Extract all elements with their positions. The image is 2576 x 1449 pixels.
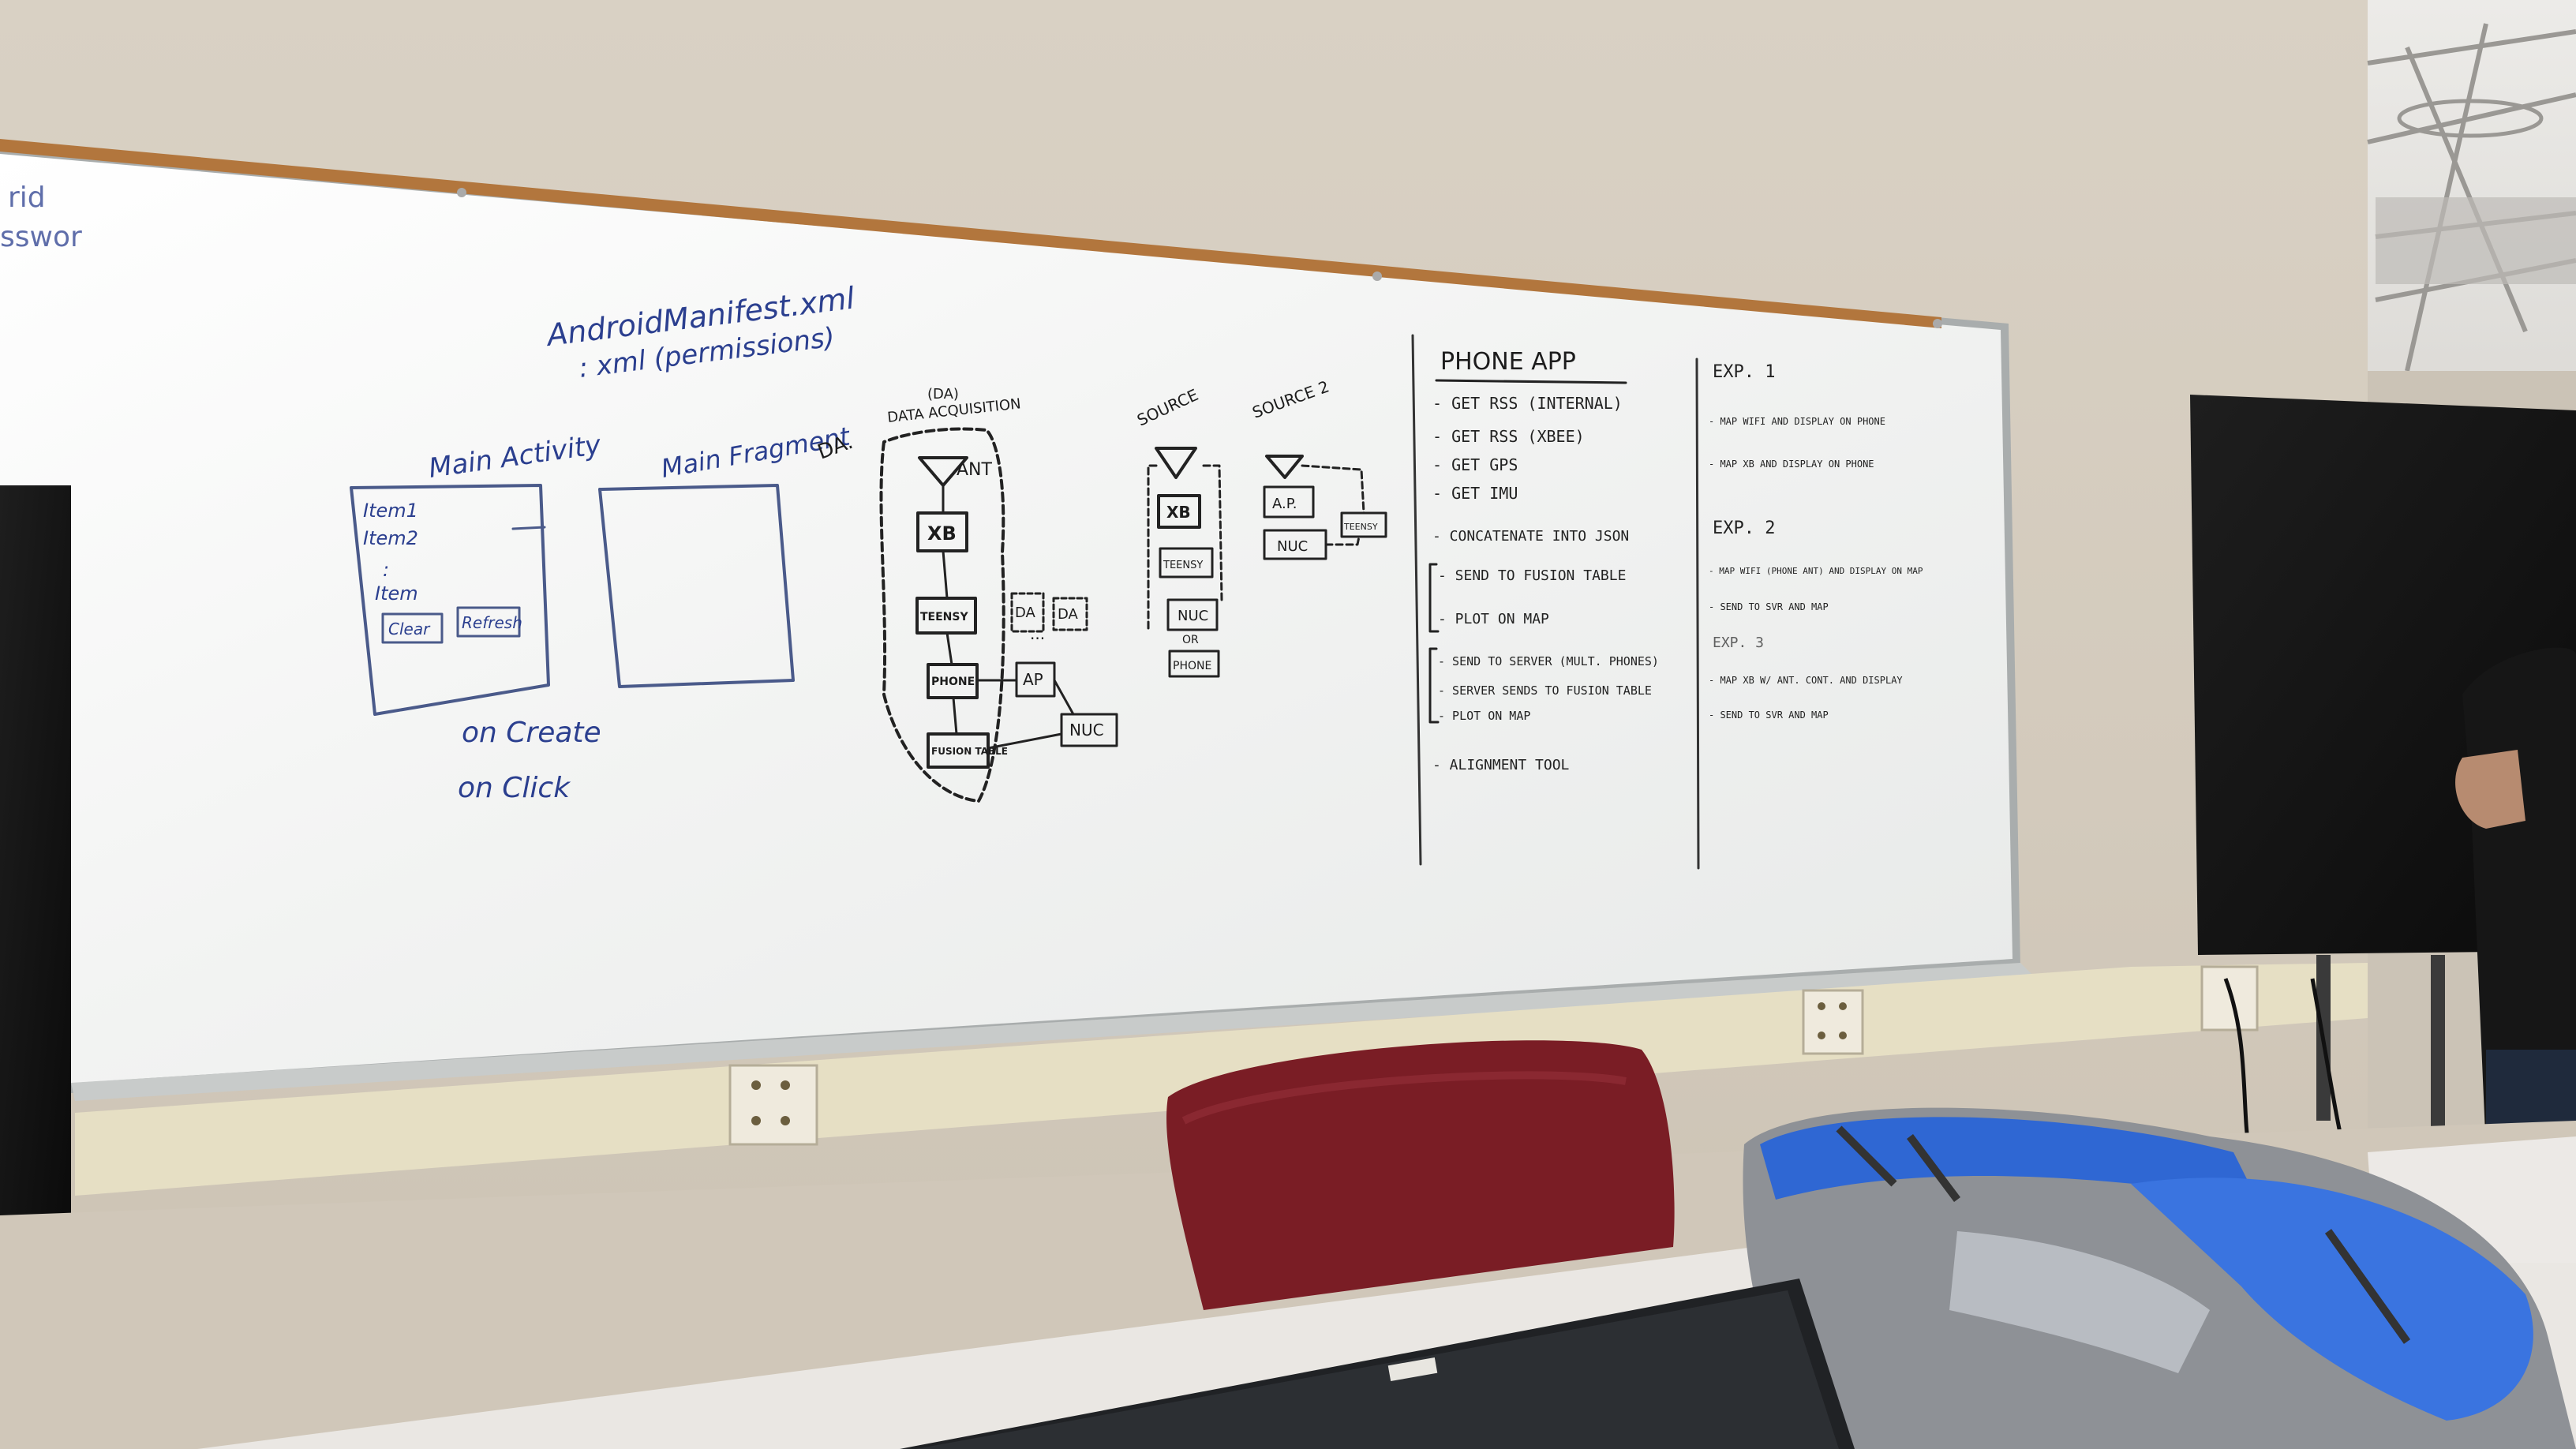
- source2-teensy: TEENSY: [1343, 522, 1378, 532]
- da-aux-label-2: DA: [1058, 606, 1079, 623]
- phone-app-item-10: - PLOT ON MAP: [1438, 709, 1530, 723]
- phone-app-item-6: - SEND TO FUSION TABLE: [1438, 567, 1626, 584]
- exp1-line-1: - MAP WIFI AND DISPLAY ON PHONE: [1709, 416, 1885, 427]
- da-aux-label-1: DA: [1015, 605, 1036, 621]
- exp2-title: EXP. 2: [1713, 519, 1775, 538]
- source1-xb-box: [1157, 494, 1201, 529]
- exp1-title: EXP. 1: [1713, 362, 1775, 382]
- nuc-box-da: [1060, 713, 1118, 747]
- main-activity-item-1: Item1: [363, 500, 418, 522]
- da-block-teensy: TEENSY: [920, 611, 968, 623]
- source1-xb: XB: [1166, 503, 1191, 522]
- da-flow-arrows: [942, 484, 958, 736]
- exp3-line-1: - MAP XB W/ ANT. CONT. AND DISPLAY: [1709, 675, 1903, 686]
- rail-clip: [1372, 271, 1382, 281]
- source2-nuc: NUC: [1277, 538, 1308, 555]
- source1-dashed: [1147, 464, 1223, 633]
- da-block-ant: ANT: [957, 460, 993, 480]
- left-monitor: [0, 485, 71, 1235]
- phone-app-item-1: - GET RSS (INTERNAL): [1432, 394, 1623, 413]
- phone-app-bracket-1: [1428, 563, 1440, 633]
- divider-1: [1411, 334, 1422, 866]
- source2-ap-box: [1263, 485, 1315, 519]
- main-activity-arrow: [511, 526, 546, 530]
- da-title-top: (DA): [927, 386, 959, 402]
- phone-app-item-7: - PLOT ON MAP: [1438, 611, 1549, 627]
- exp2-line-2: - SEND TO SVR AND MAP: [1709, 601, 1829, 612]
- source1-teensy: TEENSY: [1163, 560, 1203, 571]
- source1-teensy-box: [1159, 547, 1214, 578]
- phone-app-item-9: - SERVER SENDS TO FUSION TABLE: [1438, 683, 1652, 698]
- da-aux-ellipsis: ...: [1030, 624, 1045, 643]
- on-click-note: on Click: [458, 772, 571, 804]
- da-block-xb: XB: [927, 522, 957, 545]
- main-activity-frame: [350, 484, 550, 716]
- source1-antenna: [1155, 447, 1197, 479]
- fusion-table-box: [927, 732, 990, 769]
- source1-or: OR: [1182, 634, 1199, 646]
- refresh-button-label: Refresh: [462, 613, 522, 632]
- refresh-button-sketch: [456, 606, 521, 638]
- backpack: [1743, 1107, 2576, 1449]
- source2-ap: A.P.: [1272, 496, 1297, 512]
- da-block-phone: PHONE: [931, 676, 975, 688]
- phone-app-underline: [1435, 379, 1627, 384]
- phone-app-item-4: - GET IMU: [1432, 484, 1518, 503]
- source1-nuc: NUC: [1178, 608, 1208, 624]
- main-fragment-frame: [598, 484, 795, 688]
- power-outlet: [728, 1064, 818, 1146]
- map-rail: [0, 139, 1941, 328]
- left-edge-text-1: rid: [8, 182, 46, 214]
- exp2-line-1: - MAP WIFI (PHONE ANT) AND DISPLAY ON MA…: [1709, 566, 1923, 576]
- power-outlet: [2200, 965, 2259, 1032]
- source2-dashed: [1301, 464, 1365, 546]
- phone-app-bracket-2: [1428, 647, 1440, 724]
- rail-clip: [1933, 319, 1942, 328]
- marker-tray: [71, 963, 2036, 1101]
- whiteboard-surface: [0, 154, 2012, 1086]
- da-aux-ap: AP: [1023, 670, 1043, 689]
- source1-phone-box: [1168, 650, 1220, 678]
- exp1-line-2: - MAP XB AND DISPLAY ON PHONE: [1709, 459, 1874, 470]
- main-activity-item-2: Item2: [363, 527, 418, 549]
- da-aux-nuc: NUC: [1069, 721, 1104, 739]
- da-aux-box-1: [1010, 592, 1045, 633]
- clear-button-sketch: [381, 612, 444, 644]
- on-create-note: on Create: [462, 717, 601, 749]
- exp3-title: EXP. 3: [1713, 635, 1764, 651]
- da-aux-box-2: [1052, 597, 1088, 631]
- ceiling-truss: [2367, 23, 2576, 372]
- office-chair: [1166, 1040, 1675, 1310]
- phone-app-item-2: - GET RSS (XBEE): [1432, 427, 1585, 446]
- exp3-line-2: - SEND TO SVR AND MAP: [1709, 710, 1829, 721]
- source2-antenna: [1265, 455, 1304, 479]
- phone-app-item-11: - ALIGNMENT TOOL: [1432, 757, 1570, 773]
- left-edge-text-2: sswor: [0, 221, 82, 253]
- rail-clip: [457, 188, 466, 197]
- da-enclosure: [879, 427, 1005, 803]
- phone-app-item-5: - CONCATENATE INTO JSON: [1432, 528, 1629, 545]
- power-outlet: [1802, 989, 1864, 1055]
- laptop: [900, 1279, 1855, 1449]
- clear-button-label: Clear: [388, 620, 431, 638]
- da-aux-arrows: [975, 679, 1075, 750]
- source1-phone: PHONE: [1173, 660, 1211, 672]
- source1-nuc-box: [1166, 598, 1219, 631]
- main-activity-item-n: Item: [375, 582, 418, 605]
- phone-app-item-3: - GET GPS: [1432, 455, 1518, 474]
- main-activity-item-more: :: [383, 559, 389, 581]
- phone-app-title: PHONE APP: [1440, 348, 1576, 376]
- phone-app-item-8: - SEND TO SERVER (MULT. PHONES): [1438, 654, 1659, 668]
- antenna-symbol: [918, 456, 968, 487]
- divider-2: [1695, 358, 1700, 870]
